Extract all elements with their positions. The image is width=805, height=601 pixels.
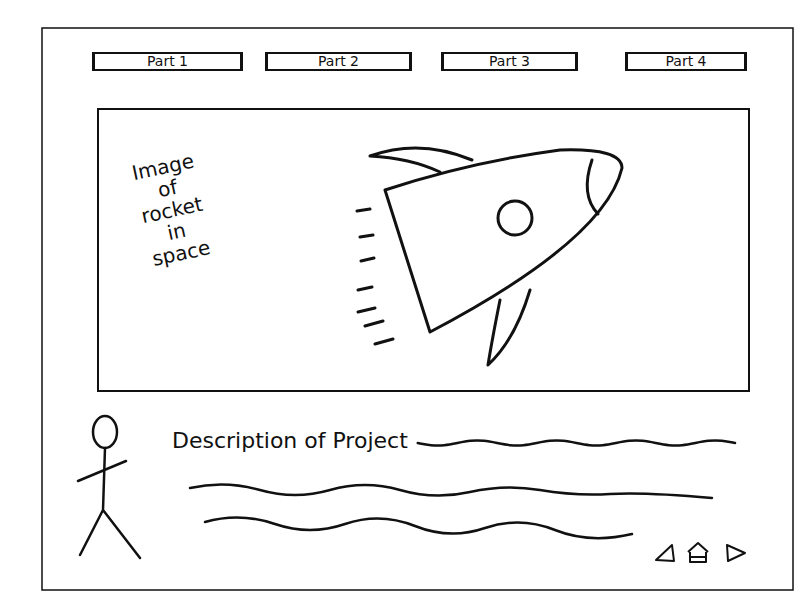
nav-button: Part 1: [92, 52, 243, 71]
placeholder-text-line: [418, 441, 735, 446]
nav-button: Part 4: [625, 52, 747, 71]
placeholder-text-lines: [190, 484, 712, 538]
next-arrow-icon: [727, 545, 745, 561]
button-label: Part 3: [489, 54, 530, 69]
prev-arrow-icon: [656, 545, 674, 561]
speed-lines: [357, 209, 393, 344]
home-icon: [688, 543, 708, 562]
image-placeholder: Image of rocket in space: [97, 108, 750, 392]
stick-figure: [78, 416, 140, 558]
rocket-drawing: [357, 148, 622, 365]
button-label: Part 4: [666, 54, 707, 69]
button-label: Part 2: [318, 54, 359, 69]
rocket-body: [385, 150, 622, 332]
rocket-fin: [488, 290, 530, 365]
button-label: Part 1: [147, 54, 188, 69]
rocket-nose: [587, 160, 598, 214]
rocket-window: [498, 201, 532, 235]
nav-icons: [656, 543, 745, 562]
page-frame: [42, 28, 793, 590]
nav-button: Part 2: [265, 52, 412, 71]
description-heading: Description of Project: [172, 428, 408, 453]
nav-button: Part 3: [441, 52, 578, 71]
rocket-fin: [370, 148, 472, 172]
image-caption: Image of rocket in space: [121, 148, 222, 272]
